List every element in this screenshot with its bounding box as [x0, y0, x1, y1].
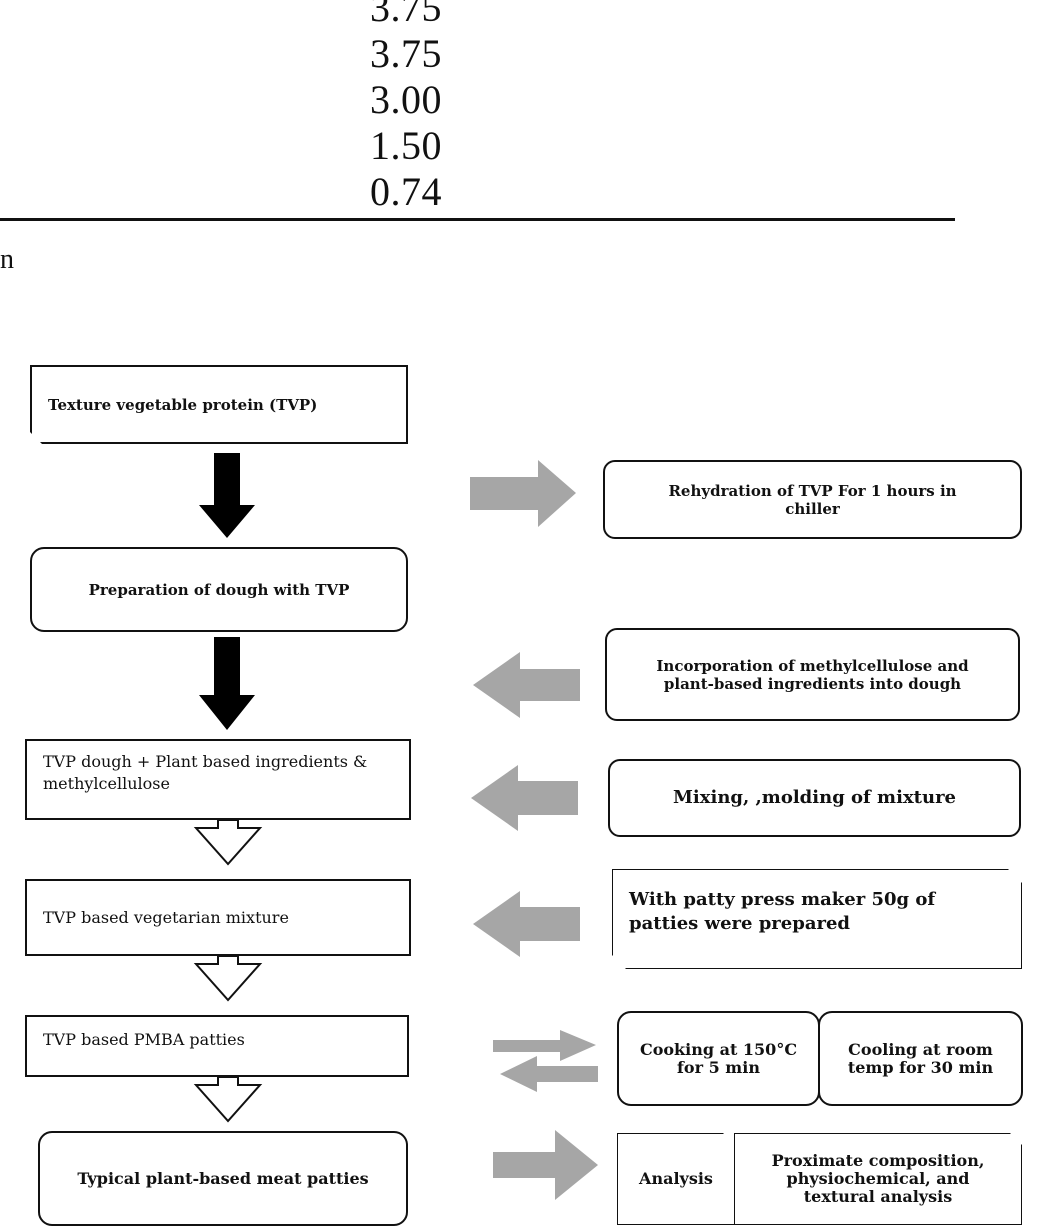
step-label: Preparation of dough with TVP [88, 580, 350, 599]
step-label: Typical plant-based meat patties [77, 1168, 369, 1188]
step-label: TVP based vegetarian mixture [43, 907, 289, 927]
black-down-arrow-1 [199, 453, 255, 538]
gray-left-arrow-cooling [500, 1056, 598, 1092]
side-label: Rehydration of TVP For 1 hours in chille… [668, 481, 957, 518]
side-label: Cooling at room temp for 30 min [847, 1039, 994, 1077]
step-label: TVP dough + Plant based ingredients & me… [43, 752, 368, 793]
table-value-5: 0.74 [370, 169, 442, 214]
gray-left-arrow-1 [473, 652, 580, 718]
side-mixing-molding: Mixing, ,molding of mixture [608, 759, 1021, 837]
hollow-down-arrow-1 [193, 819, 263, 866]
step-preparation-of-dough: Preparation of dough with TVP [30, 547, 408, 632]
step-typical-plant-based-patties: Typical plant-based meat patties [38, 1131, 408, 1226]
gray-right-arrow-1 [470, 460, 576, 527]
gray-right-arrow-cooking [493, 1030, 596, 1061]
side-patty-press: With patty press maker 50g of patties we… [612, 869, 1022, 969]
step-texture-vegetable-protein: Texture vegetable protein (TVP) [30, 365, 408, 444]
gray-left-arrow-3 [473, 891, 580, 957]
side-cooking: Cooking at 150°C for 5 min [617, 1011, 820, 1106]
gray-left-arrow-2 [471, 765, 578, 831]
table-value-2: 3.75 [370, 31, 442, 76]
hollow-down-arrow-3 [193, 1076, 263, 1123]
step-label: Texture vegetable protein (TVP) [48, 395, 318, 414]
side-proximate-composition: Proximate composition, physiochemical, a… [734, 1133, 1022, 1225]
side-label: Proximate composition, physiochemical, a… [771, 1151, 985, 1206]
side-cooling: Cooling at room temp for 30 min [818, 1011, 1023, 1106]
side-label: Incorporation of methylcellulose and pla… [656, 656, 969, 693]
hollow-down-arrow-2 [193, 955, 263, 1002]
side-incorporation: Incorporation of methylcellulose and pla… [605, 628, 1020, 721]
side-label: Analysis [639, 1169, 713, 1188]
step-tvp-vegetarian-mixture: TVP based vegetarian mixture [25, 879, 411, 956]
side-label: Cooking at 150°C for 5 min [639, 1039, 798, 1077]
table-value-1: 3.75 [370, 0, 442, 30]
caption-fragment: n [0, 244, 14, 275]
gray-right-arrow-analysis [493, 1130, 598, 1200]
step-label: TVP based PMBA patties [43, 1030, 245, 1049]
table-value-3: 3.00 [370, 77, 442, 122]
side-rehydration: Rehydration of TVP For 1 hours in chille… [603, 460, 1022, 539]
table-bottom-rule [0, 218, 955, 221]
step-tvp-pmba-patties: TVP based PMBA patties [25, 1015, 409, 1077]
table-value-4: 1.50 [370, 123, 442, 168]
side-label: Mixing, ,molding of mixture [672, 787, 957, 808]
black-down-arrow-2 [199, 637, 255, 730]
side-analysis: Analysis [617, 1133, 735, 1225]
step-tvp-dough-ingredients: TVP dough + Plant based ingredients & me… [25, 739, 411, 820]
side-label: With patty press maker 50g of patties we… [629, 889, 936, 934]
